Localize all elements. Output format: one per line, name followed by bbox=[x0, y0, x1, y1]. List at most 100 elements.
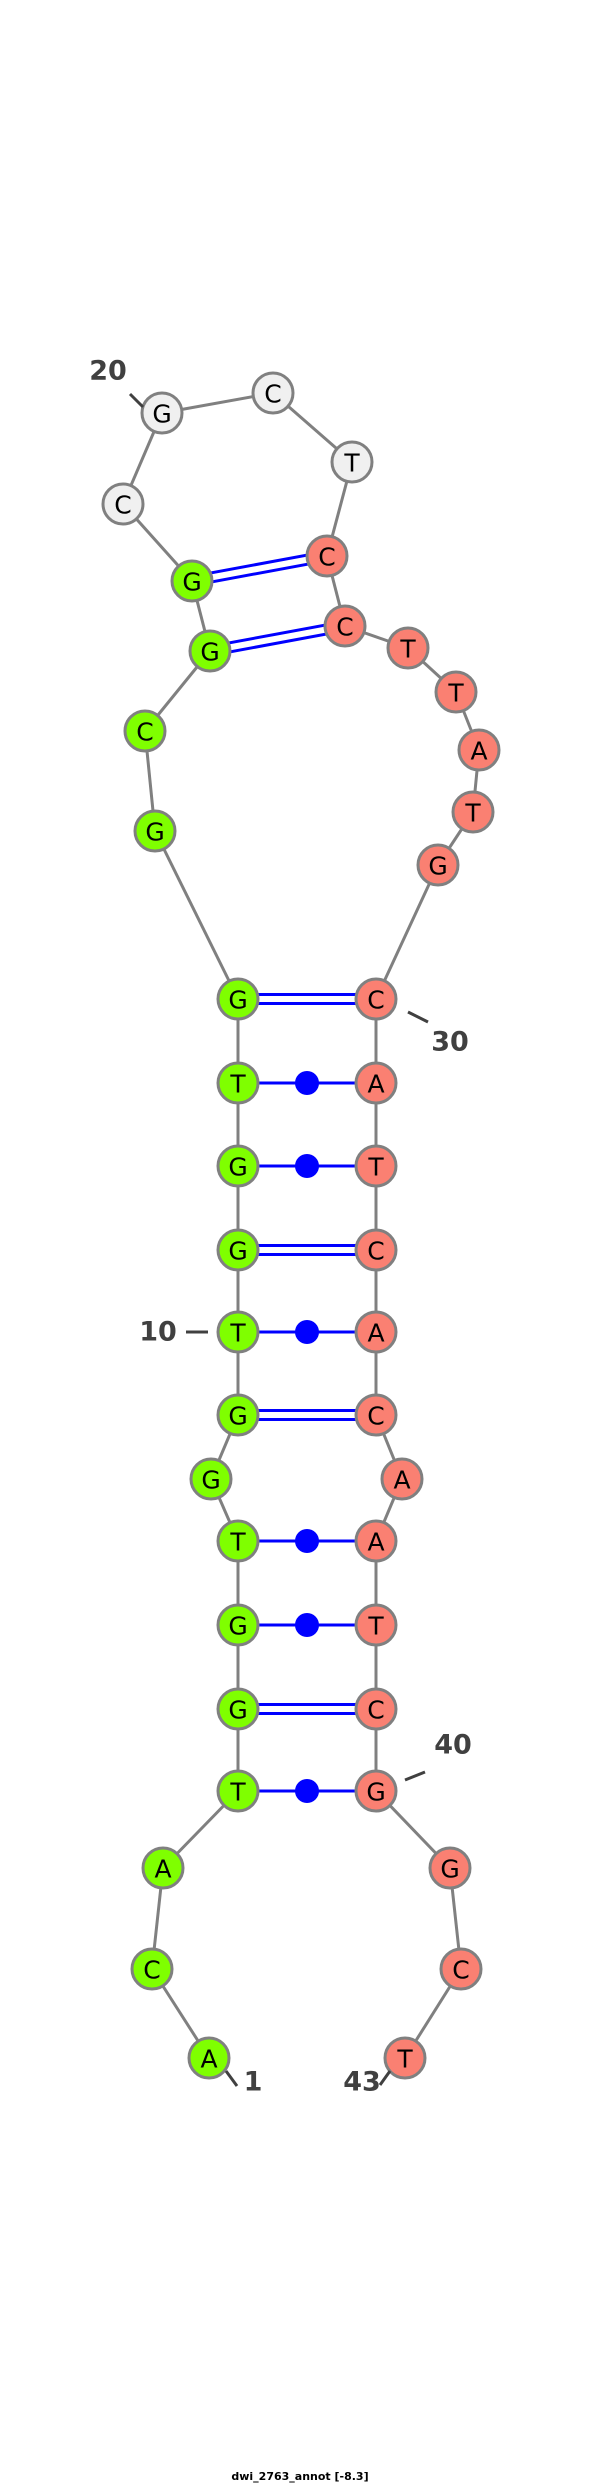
nucleotide-letter: A bbox=[200, 2045, 217, 2074]
nucleotide-43: T bbox=[383, 2036, 427, 2080]
nucleotide-letter: T bbox=[396, 2045, 413, 2074]
nucleotide-17: G bbox=[188, 629, 232, 673]
nucleotide-31: A bbox=[354, 1061, 398, 1105]
nucleotide-letter: G bbox=[228, 1696, 247, 1725]
nucleotide-41: G bbox=[428, 1846, 472, 1890]
structure-caption: dwi_2763_annot [-8.3] bbox=[231, 2470, 369, 2483]
nucleotide-letter: C bbox=[136, 718, 153, 747]
nucleotide-letter: C bbox=[367, 1696, 384, 1725]
nucleotide-circle bbox=[123, 709, 167, 753]
nucleotide-letter: C bbox=[114, 491, 131, 520]
nucleotide-letter: T bbox=[399, 635, 416, 664]
nucleotide-letter: G bbox=[428, 852, 447, 881]
nucleotide-circle bbox=[457, 728, 501, 772]
nucleotide-circle bbox=[251, 371, 295, 415]
backbone-segment bbox=[153, 830, 240, 1000]
nucleotide-circle bbox=[216, 1769, 260, 1813]
nucleotide-circle bbox=[354, 1769, 398, 1813]
position-number: 1 bbox=[244, 2067, 263, 2098]
nucleotide-letter: T bbox=[229, 1319, 246, 1348]
base-pair-17-24 bbox=[208, 620, 347, 657]
nucleotide-circle bbox=[354, 1310, 398, 1354]
label-tick bbox=[378, 2070, 392, 2086]
nucleotide-40: G bbox=[354, 1769, 398, 1813]
nucleotide-circle bbox=[216, 1519, 260, 1563]
nucleotide-9: G bbox=[216, 1393, 260, 1437]
nucleotide-letter: C bbox=[318, 543, 335, 572]
nucleotide-19: C bbox=[101, 482, 145, 526]
nucleotide-letter: G bbox=[228, 986, 247, 1015]
nucleotide-letter: C bbox=[367, 986, 384, 1015]
nucleotide-circle bbox=[354, 1603, 398, 1647]
nucleotide-letter: T bbox=[229, 1528, 246, 1557]
nucleotide-25: T bbox=[386, 626, 430, 670]
pair-dot-marker bbox=[295, 1529, 319, 1553]
nucleotide-29: G bbox=[416, 843, 460, 887]
nucleotide-32: T bbox=[354, 1144, 398, 1188]
nucleotide-circle bbox=[133, 809, 177, 853]
nucleotide-letter: A bbox=[393, 1466, 410, 1495]
nucleotide-letter: A bbox=[367, 1319, 384, 1348]
nucleotide-16: C bbox=[123, 709, 167, 753]
nucleotide-circle bbox=[216, 1144, 260, 1188]
nucleotide-circle bbox=[130, 1947, 174, 1991]
nucleotide-8: G bbox=[189, 1457, 233, 1501]
nucleotide-circle bbox=[439, 1947, 483, 1991]
label-tick bbox=[224, 2070, 239, 2087]
nucleotide-letter: G bbox=[228, 1402, 247, 1431]
base-pair-13-31 bbox=[238, 1071, 376, 1095]
nucleotide-15: G bbox=[133, 809, 177, 853]
base-pair-14-30 bbox=[238, 993, 376, 1005]
nucleotide-letter: G bbox=[366, 1778, 385, 1807]
nucleotide-letter: G bbox=[182, 568, 201, 597]
pair-dot-marker bbox=[295, 1613, 319, 1637]
pair-dot-marker bbox=[295, 1071, 319, 1095]
nucleotide-7: T bbox=[216, 1519, 260, 1563]
label-tick bbox=[407, 1010, 429, 1024]
nucleotide-circle bbox=[354, 1519, 398, 1563]
nucleotide-circle bbox=[428, 1846, 472, 1890]
nucleotide-letter: T bbox=[229, 1070, 246, 1099]
nucleotide-circle bbox=[416, 843, 460, 887]
nucleotide-circle bbox=[380, 1457, 424, 1501]
nucleotide-circle bbox=[354, 1393, 398, 1437]
nucleotide-circle bbox=[216, 1310, 260, 1354]
nucleotide-10: T bbox=[216, 1310, 260, 1354]
nucleotide-5: G bbox=[216, 1687, 260, 1731]
nucleotide-circle bbox=[216, 977, 260, 1021]
pair-bond-line bbox=[210, 628, 347, 657]
nucleotide-circle bbox=[101, 482, 145, 526]
nucleotide-18: G bbox=[170, 559, 214, 603]
nucleotide-circle bbox=[216, 1687, 260, 1731]
nucleotide-circle bbox=[140, 391, 184, 435]
nucleotide-letter: G bbox=[228, 1153, 247, 1182]
nucleotide-34: A bbox=[354, 1310, 398, 1354]
nucleotide-letter: C bbox=[336, 613, 353, 642]
nucleotide-circle bbox=[216, 1228, 260, 1272]
pair-bond-line bbox=[208, 620, 345, 649]
nucleotide-21: C bbox=[251, 371, 295, 415]
nucleotide-letter: G bbox=[440, 1855, 459, 1884]
nucleotide-circle bbox=[216, 1061, 260, 1105]
position-label-10: 10 bbox=[139, 1317, 208, 1348]
position-label-20: 20 bbox=[89, 356, 145, 409]
nucleotide-12: G bbox=[216, 1144, 260, 1188]
nucleotide-13: T bbox=[216, 1061, 260, 1105]
nucleotide-24: C bbox=[323, 604, 367, 648]
base-pair-12-32 bbox=[238, 1154, 376, 1178]
pair-dot-marker bbox=[295, 1320, 319, 1344]
position-number: 20 bbox=[89, 356, 127, 387]
nucleotide-circle bbox=[354, 977, 398, 1021]
nucleotide-39: C bbox=[354, 1687, 398, 1731]
position-label-43: 43 bbox=[343, 2067, 392, 2098]
nucleotide-circle bbox=[141, 1846, 185, 1890]
nucleotide-42: C bbox=[439, 1947, 483, 1991]
nucleotide-circle bbox=[323, 604, 367, 648]
nucleotide-11: G bbox=[216, 1228, 260, 1272]
nucleotide-27: A bbox=[457, 728, 501, 772]
position-number: 43 bbox=[343, 2067, 381, 2098]
nucleotide-letter: G bbox=[228, 1612, 247, 1641]
